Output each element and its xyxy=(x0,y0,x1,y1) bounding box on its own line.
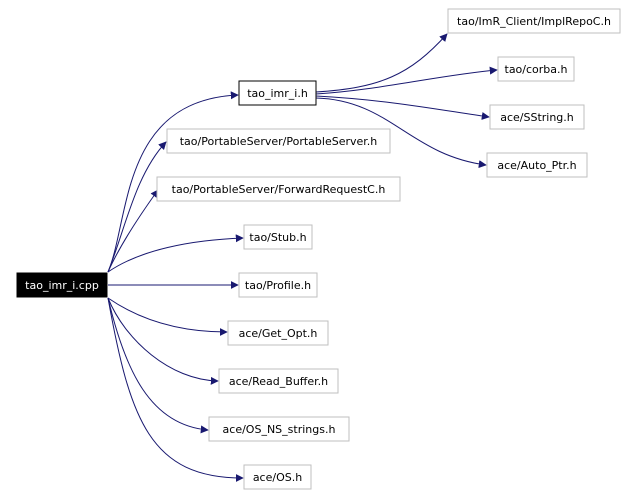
node-label: tao/Stub.h xyxy=(249,231,306,244)
edge-h-to-sstring xyxy=(315,95,490,120)
node-label: ace/OS.h xyxy=(253,471,302,484)
edge-root-to-tao-imr-i-h xyxy=(107,91,239,273)
edge-root-to-os-ns-strings xyxy=(107,297,209,434)
edges-layer xyxy=(107,33,498,482)
node-label: ace/Read_Buffer.h xyxy=(229,375,328,388)
node-label: ace/SString.h xyxy=(500,111,574,124)
edge-root-to-read-buffer xyxy=(107,297,219,385)
edge-h-to-implrepo xyxy=(315,33,448,93)
node-read-buffer-h[interactable]: ace/Read_Buffer.h xyxy=(218,368,339,394)
node-stub-h[interactable]: tao/Stub.h xyxy=(243,224,313,250)
node-label: tao/corba.h xyxy=(505,63,568,76)
node-sstring-h[interactable]: ace/SString.h xyxy=(489,104,585,130)
node-label: tao/PortableServer/ForwardRequestC.h xyxy=(172,183,386,196)
node-label: ace/Get_Opt.h xyxy=(239,327,318,340)
node-corba-h[interactable]: tao/corba.h xyxy=(497,56,575,82)
node-os-h[interactable]: ace/OS.h xyxy=(243,464,312,490)
edge-root-to-get-opt xyxy=(107,297,228,336)
node-auto-ptr-h[interactable]: ace/Auto_Ptr.h xyxy=(486,152,588,178)
node-os-ns-strings-h[interactable]: ace/OS_NS_strings.h xyxy=(208,416,350,442)
node-label: tao_imr_i.cpp xyxy=(25,279,99,292)
node-label: ace/Auto_Ptr.h xyxy=(497,159,576,172)
node-label: tao/PortableServer/PortableServer.h xyxy=(180,135,378,148)
node-tao-imr-i-h[interactable]: tao_imr_i.h xyxy=(238,80,317,106)
edge-h-to-auto-ptr xyxy=(315,97,487,169)
node-label: tao/ImR_Client/ImplRepoC.h xyxy=(457,15,611,28)
node-implrepoc-h[interactable]: tao/ImR_Client/ImplRepoC.h xyxy=(447,8,621,34)
edge-root-to-os xyxy=(107,297,244,482)
node-profile-h[interactable]: tao/Profile.h xyxy=(238,272,318,298)
node-label: ace/OS_NS_strings.h xyxy=(223,423,336,436)
edge-root-to-forward-request xyxy=(107,189,159,273)
edge-h-to-corba xyxy=(315,66,498,95)
node-forwardrequestc-h[interactable]: tao/PortableServer/ForwardRequestC.h xyxy=(156,176,401,202)
node-tao-imr-i-cpp[interactable]: tao_imr_i.cpp xyxy=(16,272,108,298)
edge-root-to-portable-server xyxy=(107,141,167,273)
edge-root-to-stub xyxy=(107,234,244,273)
node-label: tao_imr_i.h xyxy=(247,87,308,100)
node-label: tao/Profile.h xyxy=(245,279,311,292)
node-get-opt-h[interactable]: ace/Get_Opt.h xyxy=(227,320,329,346)
node-portableserver-h[interactable]: tao/PortableServer/PortableServer.h xyxy=(166,128,391,154)
